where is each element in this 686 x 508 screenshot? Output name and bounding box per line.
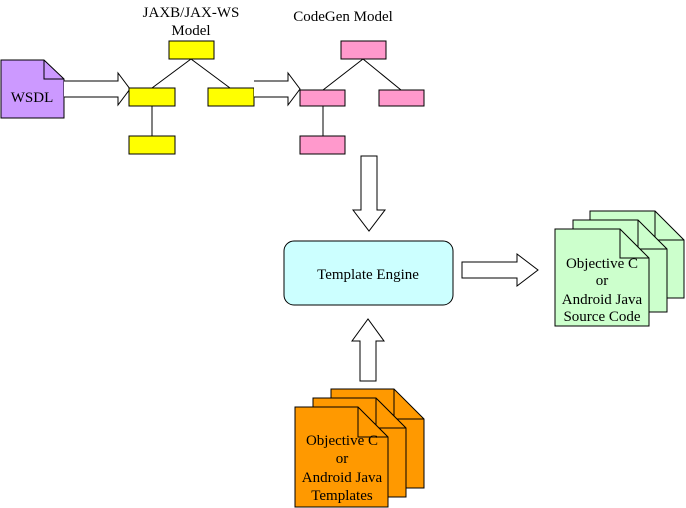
arrow-jaxb-to-codegen — [254, 71, 301, 107]
wsdl-document-fold — [43, 60, 64, 80]
jaxb-node-child — [128, 135, 176, 155]
arrow-wsdl-to-jaxb — [64, 71, 131, 107]
arrow-engine-to-source — [461, 252, 539, 288]
source-code-line-4: Source Code — [563, 309, 640, 325]
template-engine-label: Template Engine — [317, 267, 419, 283]
template-engine: Template Engine — [283, 240, 454, 306]
source-code-line-3: Android Java — [562, 292, 643, 308]
codegen-tree-edge — [362, 58, 402, 91]
arrow-codegen-to-engine — [351, 155, 387, 232]
jaxb-node-right — [207, 87, 255, 107]
source-doc-front — [554, 228, 650, 327]
jaxb-node-left — [128, 87, 176, 107]
templates-stack: Objective C or Android Java Templates — [294, 388, 425, 508]
source-doc-front-fold — [619, 229, 649, 259]
templates-line-1: Objective C — [306, 433, 378, 449]
wsdl-document: WSDL — [0, 59, 65, 119]
jaxb-node-root — [168, 40, 215, 60]
wsdl-document-shape — [0, 59, 65, 119]
source-code-line-2: or — [596, 273, 609, 289]
wsdl-label: WSDL — [11, 90, 54, 106]
codegen-model-tree: CodeGen Model — [293, 9, 425, 155]
source-code-stack: Objective C or Android Java Source Code — [554, 210, 685, 327]
template-engine-box — [283, 240, 454, 306]
jaxb-tree-edge — [190, 58, 231, 89]
templates-line-3: Android Java — [302, 470, 383, 486]
arrow-templates-to-engine — [351, 318, 385, 382]
templates-line-4: Templates — [311, 488, 373, 504]
codegen-tree-edge — [322, 58, 364, 91]
codegen-model-title: CodeGen Model — [293, 9, 393, 25]
templates-line-2: or — [336, 451, 349, 467]
jaxb-model-title-line1: JAXB/JAX-WS — [143, 5, 240, 21]
jaxb-tree-edge — [151, 58, 192, 89]
template-doc-front — [294, 406, 389, 508]
template-doc-front-fold — [357, 407, 388, 438]
jaxb-model-title-line2: Model — [171, 23, 210, 39]
codegen-node-right — [378, 89, 425, 107]
codegen-node-child — [299, 135, 346, 155]
source-code-line-1: Objective C — [566, 256, 638, 272]
codegen-node-left — [299, 89, 346, 107]
codegen-node-root — [340, 40, 387, 60]
jaxb-model-tree: JAXB/JAX-WS Model — [128, 5, 255, 155]
